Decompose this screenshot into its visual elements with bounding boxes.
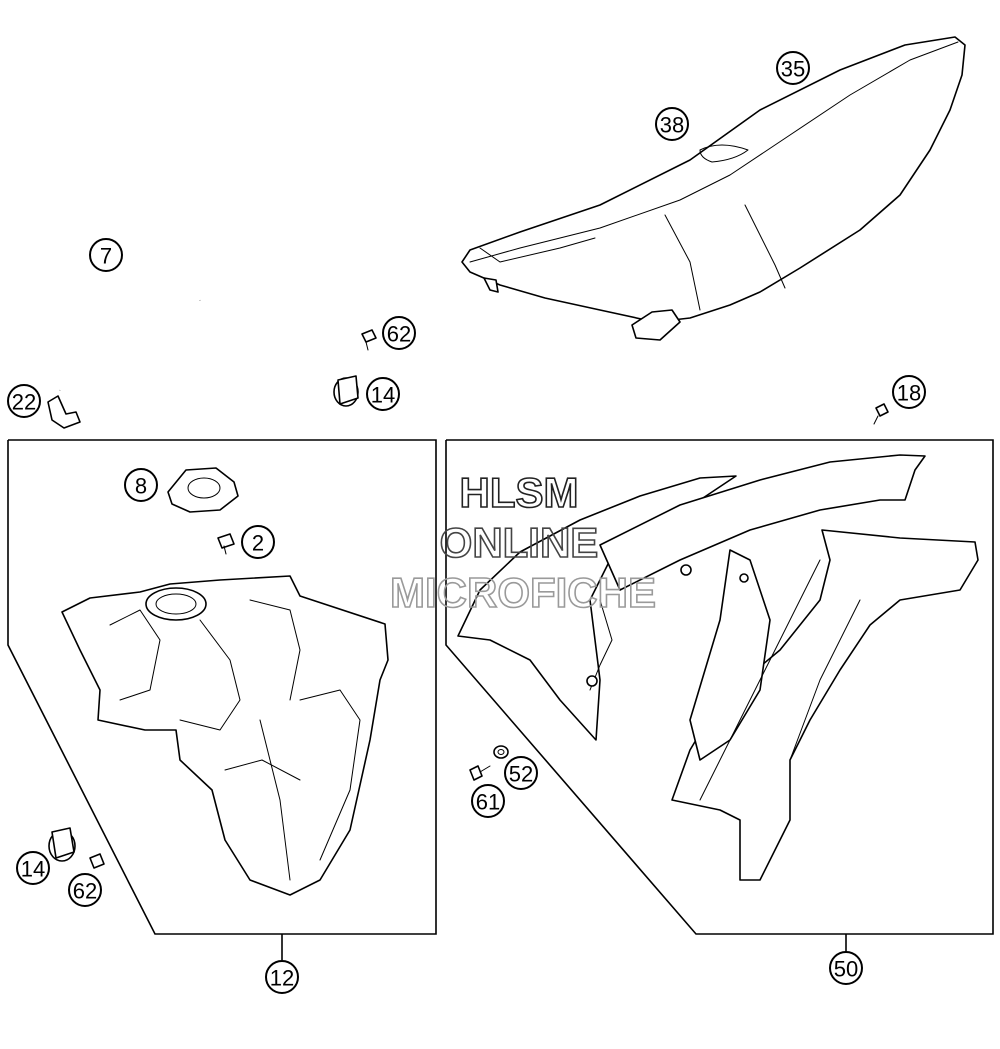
screw-part-bottom	[89, 853, 105, 869]
svg-text:35: 35	[781, 57, 805, 82]
svg-text:61: 61	[476, 790, 500, 815]
svg-text:2: 2	[252, 531, 264, 556]
watermark-line-3: MICROFICHE	[390, 569, 656, 616]
fuel-cap-part	[167, 467, 239, 513]
svg-text:62: 62	[73, 879, 97, 904]
callout-14-top: 14	[366, 377, 400, 411]
hose-fitting-part	[47, 395, 81, 429]
callout-50: 50	[829, 951, 863, 985]
svg-text:62: 62	[387, 322, 411, 347]
screw-part-61	[469, 765, 491, 781]
screw-part-top	[361, 329, 377, 351]
svg-text:52: 52	[509, 762, 533, 787]
callout-35: 35	[776, 51, 810, 85]
callout-12: 12	[265, 960, 299, 994]
spacer-part-top	[333, 375, 359, 407]
seat-part	[461, 36, 966, 341]
washer-part-52	[493, 745, 509, 759]
callout-18: 18	[892, 375, 926, 409]
callout-22: 22	[7, 384, 41, 418]
callout-61: 61	[471, 784, 505, 818]
callout-7: 7	[89, 238, 123, 272]
callout-8: 8	[124, 468, 158, 502]
svg-text:22: 22	[12, 390, 36, 415]
svg-text:12: 12	[270, 966, 294, 991]
svg-text:18: 18	[897, 381, 921, 406]
screw-part-18	[873, 403, 889, 425]
callout-52: 52	[504, 756, 538, 790]
callout-2: 2	[241, 525, 275, 559]
fuel-hose-part	[57, 256, 203, 391]
group-frame-fuel-tank	[7, 439, 437, 960]
svg-text:50: 50	[834, 957, 858, 982]
screw-part-2	[217, 533, 235, 555]
svg-text:8: 8	[135, 474, 147, 499]
callout-14-bottom: 14	[16, 851, 50, 885]
svg-text:7: 7	[100, 244, 112, 269]
spoiler-left-part	[457, 454, 926, 741]
callout-62-top: 62	[382, 316, 416, 350]
callout-62-bottom: 62	[68, 873, 102, 907]
svg-text:14: 14	[371, 383, 395, 408]
watermark: HLSM ONLINE MICROFICHE	[389, 468, 657, 617]
svg-text:38: 38	[660, 113, 684, 138]
spacer-part-bottom	[48, 827, 76, 862]
callout-38: 38	[655, 107, 689, 141]
watermark-line-2: ONLINE	[440, 519, 599, 566]
group-frame-spoilers	[445, 439, 994, 952]
fuel-tank-part	[61, 575, 389, 896]
svg-text:14: 14	[21, 857, 45, 882]
watermark-line-1: HLSM	[460, 469, 579, 516]
spoiler-right-part	[671, 529, 979, 881]
